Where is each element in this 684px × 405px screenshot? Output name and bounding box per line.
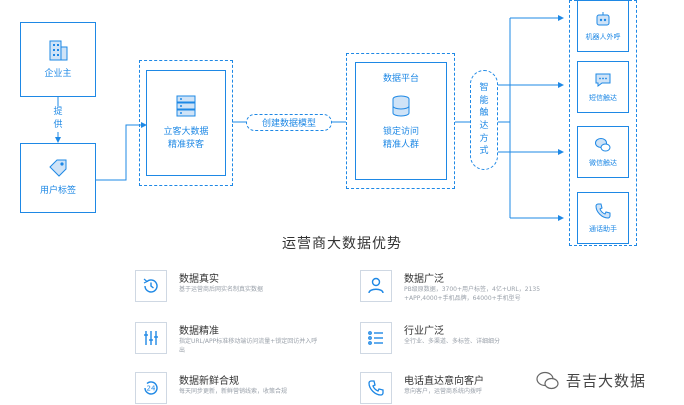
watermark: 吾吉大数据 [536,370,646,391]
channel-sms-label: 短信触达 [589,94,617,102]
channel-sms: 短信触达 [577,61,629,113]
feature-item: 数据真实 基于运营商后网实名制真实数据 [135,270,335,310]
database-icon [392,95,410,117]
feature-item: 数据精准 指定URL/APP标准移动端访问流量+锁定回访并入呼 出 [135,322,335,362]
lock-visit-label: 锁定访问 精准人群 [382,127,419,151]
history-clock-icon [135,270,167,302]
user-tags-label: 用户标签 [39,186,76,197]
data-platform-label: 数据平台 [382,74,419,84]
users-icon [360,270,392,302]
building-icon [49,40,68,61]
24h-icon: 24 [135,372,167,404]
feature-title: 行业广泛 [404,326,444,337]
sliders-icon [135,322,167,354]
server-icon [176,95,196,117]
data-platform-frame [346,53,455,189]
feature-desc: 意向客户，运营商系统内拨呼 [404,388,483,395]
feature-desc: 指定URL/APP标准移动端访问流量+锁定回访并入呼 出 [179,338,318,354]
data-platform-node: 数据平台 锁定访问 精准人群 [355,62,447,180]
provide-label: 提 供 [51,106,65,133]
feature-desc: PB级原数据，3700+用户标签，4亿+URL，2135 +APP,4000+手… [404,286,541,302]
feature-item: 行业广泛 全行业、多渠道、多标签、详细细分 [360,322,560,362]
list-icon [360,322,392,354]
channel-robot-call: 机器人外呼 [577,0,629,52]
svg-text:24: 24 [147,385,156,393]
message-icon [595,73,611,87]
watermark-text: 吾吉大数据 [566,372,647,390]
user-tags-node: 用户标签 [20,143,96,213]
feature-title: 数据新鲜合规 [179,376,239,387]
build-model-pill: 创建数据模型 [246,114,332,131]
channel-call-assistant: 通话助手 [577,192,629,244]
feature-title: 数据真实 [179,274,219,285]
customer-acq-node: 立客大数据 精准获客 [146,70,226,176]
feature-desc: 每天同步更新，新鲜营销线索，收策合规 [179,388,288,395]
feature-title: 数据广泛 [404,274,444,285]
phone-icon [595,203,611,219]
phone-icon [360,372,392,404]
feature-desc: 全行业、多渠道、多标签、详细细分 [404,338,501,345]
channel-robot-call-label: 机器人外呼 [585,33,621,41]
wechat-icon [595,138,611,152]
feature-title: 数据精准 [179,326,219,337]
channel-wechat-label: 微信触达 [589,159,617,167]
enterprise-label: 企业主 [44,68,72,79]
tag-icon [49,159,67,178]
smart-reach-pill: 智 能 触 达 方 式 [470,70,498,170]
channel-call-assistant-label: 通话助手 [589,225,617,233]
feature-item: 电话直达意向客户 意向客户，运营商系统内拨呼 [360,372,530,405]
wechat-logo-icon [536,371,559,389]
enterprise-node: 企业主 [20,22,96,97]
customer-acq-label: 立客大数据 精准获客 [163,126,209,150]
feature-item: 数据广泛 PB级原数据，3700+用户标签，4亿+URL，2135 +APP,4… [360,270,560,310]
feature-title: 电话直达意向客户 [404,376,484,387]
robot-icon [596,12,610,26]
section-title: 运营商大数据优势 [282,236,402,252]
feature-desc: 基于运营商后网实名制真实数据 [179,286,264,293]
channel-wechat: 微信触达 [577,126,629,178]
feature-item: 24 数据新鲜合规 每天同步更新，新鲜营销线索，收策合规 [135,372,335,405]
customer-acq-frame [139,60,233,186]
